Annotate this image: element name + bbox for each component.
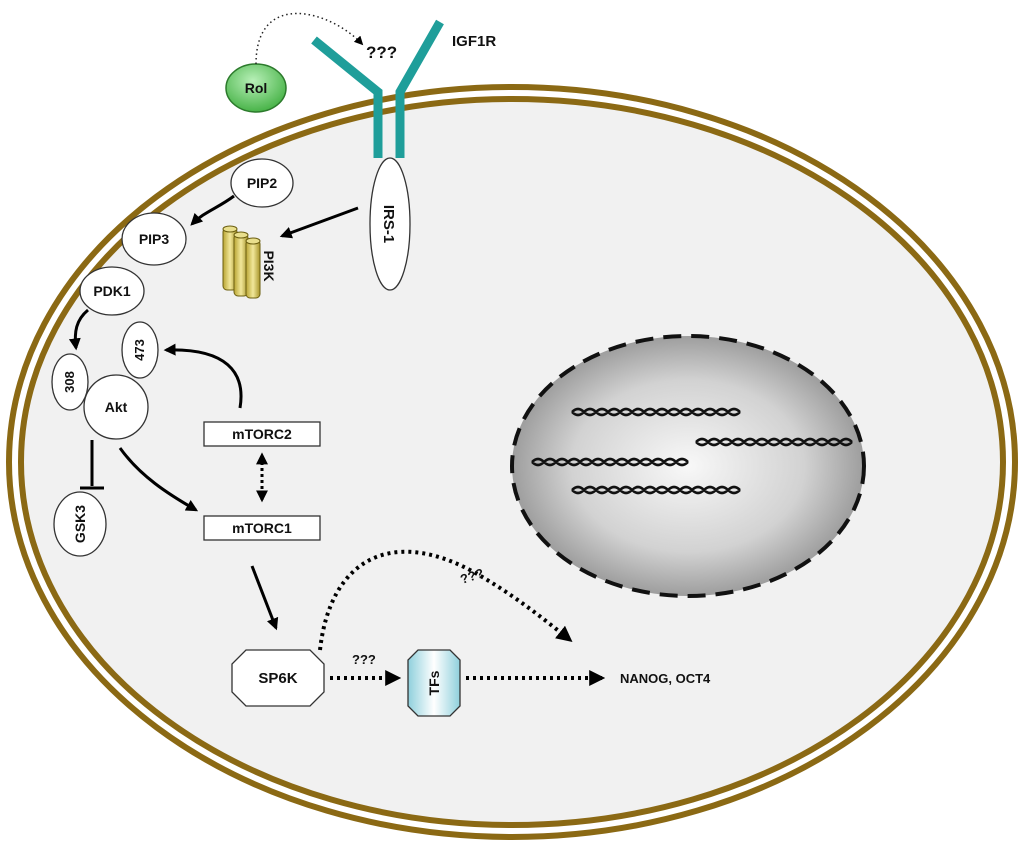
akt-label: Akt xyxy=(105,399,128,415)
dna-strand xyxy=(531,457,689,467)
pip2-label: PIP2 xyxy=(247,175,278,191)
mtorc1-label: mTORC1 xyxy=(232,520,292,536)
pip2-node xyxy=(230,158,294,208)
igf1r-receptor xyxy=(311,19,444,158)
gsk3-node xyxy=(53,491,107,557)
irs1-node xyxy=(369,157,411,291)
nucleus-envelope xyxy=(510,334,866,598)
dna-strand xyxy=(571,485,741,495)
tfs-node xyxy=(407,649,461,717)
pip2-to-pip3-arrow xyxy=(190,194,235,226)
pdk1-label: PDK1 xyxy=(93,283,131,299)
mtorc2-to-473-arrow xyxy=(163,343,243,409)
mtorc2-label: mTORC2 xyxy=(232,426,292,442)
irs1-label: IRS-1 xyxy=(380,205,397,243)
pi3k-label: PI3K xyxy=(261,250,277,281)
rol-to-receptor-arrow xyxy=(255,12,364,65)
sp6k-node xyxy=(231,649,325,707)
site-473-label: 473 xyxy=(132,339,147,361)
mtorc1-to-sp6k-arrow xyxy=(250,565,279,631)
igf1r-label: IGF1R xyxy=(452,33,496,50)
tfs-label: TFs xyxy=(426,670,442,695)
pi3k-complex xyxy=(222,225,261,299)
site-308-node xyxy=(51,353,89,411)
akt-inhibits-gsk3 xyxy=(80,440,104,490)
nucleus xyxy=(510,334,866,598)
irs1-to-pi3k-arrow xyxy=(279,206,359,239)
site-308-label: 308 xyxy=(62,371,77,393)
sp6k-to-targets-arrow xyxy=(318,549,573,651)
pdk1-to-akt-arrow xyxy=(68,308,89,351)
gsk3-label: GSK3 xyxy=(72,505,88,543)
akt-to-mtorc1-arrow xyxy=(118,447,199,512)
pdk1-node xyxy=(79,266,145,316)
targets-label: NANOG, OCT4 xyxy=(620,671,711,686)
unknown-targets-label: ??? xyxy=(458,565,485,587)
dna-strand xyxy=(695,437,853,447)
mtorc2-node xyxy=(203,421,321,447)
unknown-receptor-label: ??? xyxy=(366,43,397,62)
pip3-label: PIP3 xyxy=(139,231,170,247)
akt-node xyxy=(83,374,149,440)
rol-label: Rol xyxy=(245,80,268,96)
unknown-tfs-label: ??? xyxy=(352,652,376,667)
site-473-node xyxy=(121,321,159,379)
sp6k-label: SP6K xyxy=(258,670,297,687)
dna-strand xyxy=(571,407,741,417)
pip3-node xyxy=(121,212,187,266)
mtorc1-node xyxy=(203,515,321,541)
